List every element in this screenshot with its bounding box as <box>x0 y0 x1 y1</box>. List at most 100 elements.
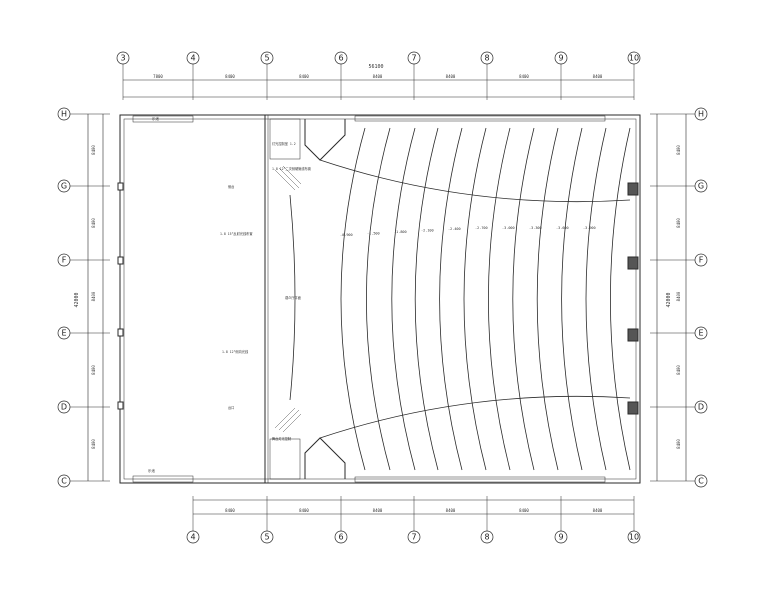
top-grid-bubble <box>480 51 494 65</box>
top-span-dimension: 8400 <box>299 74 309 79</box>
top-span-dimension: 7800 <box>153 74 163 79</box>
bottom-grid-bubble <box>260 530 274 544</box>
left-span-dimension: 8400 <box>91 218 96 228</box>
bottom-grid-label: 7 <box>411 533 416 542</box>
top-span-dimension: 8400 <box>373 74 383 79</box>
bottom-grid-label: 8 <box>484 533 489 542</box>
left-total-dimension: 42000 <box>74 292 80 307</box>
top-total-dimension: 56100 <box>368 64 383 70</box>
top-grid-label: 5 <box>264 54 269 63</box>
top-span-dimension: 8400 <box>446 74 456 79</box>
left-grid-label: E <box>61 329 66 338</box>
bottom-grid-bubble <box>480 530 494 544</box>
stage-pit-label-top: 乐池 <box>152 116 159 121</box>
bottom-grid-label: 9 <box>558 533 563 542</box>
left-grid-bubble <box>57 474 71 488</box>
stairs <box>274 165 302 433</box>
top-grid-bubble <box>407 51 421 65</box>
right-span-dimension: 8400 <box>676 365 681 375</box>
seat-row-arc <box>561 127 583 471</box>
seat-row-arc <box>366 127 391 471</box>
right-total-dimension: 42000 <box>666 292 672 307</box>
right-grid-bubble <box>694 474 708 488</box>
seat-row-arc <box>536 127 559 471</box>
bottom-grid-axis: 4 5 6 7 8 9 10 8400 8400 8400 8400 8400 8400 <box>186 496 641 544</box>
row-level-label: -2.100 <box>421 229 434 233</box>
row-level-label: -3.300 <box>529 226 542 230</box>
left-span-dimension: 8400 <box>91 145 96 155</box>
note-proscenium: 台口 <box>228 405 234 410</box>
left-span-dimension: 8400 <box>91 291 96 301</box>
bottom-span-dimension: 8400 <box>299 508 309 513</box>
seat-row-arc <box>488 127 511 471</box>
right-span-dimension: 8400 <box>676 291 681 301</box>
bottom-grid-label: 4 <box>190 533 195 542</box>
left-span-dimension: 8400 <box>91 365 96 375</box>
right-grid-bubble <box>694 326 708 340</box>
bottom-span-dimension: 8400 <box>225 508 235 513</box>
seat-row-arc <box>414 127 439 471</box>
right-grid-label: C <box>698 477 704 486</box>
top-grid-label: 6 <box>338 54 343 63</box>
seat-row-arc <box>610 127 631 471</box>
top-span-dimension: 8400 <box>593 74 603 79</box>
bottom-span-dimension: 8400 <box>519 508 529 513</box>
note-auditorium: 观众厅平面 <box>285 296 301 300</box>
note-lighting-1: 1.8 12°二次侧硬管线布置 <box>272 166 311 171</box>
bottom-span-dimension: 8400 <box>373 508 383 513</box>
row-level-label: -1.500 <box>367 232 380 236</box>
top-grid-label: 7 <box>411 54 416 63</box>
bottom-grid-label: 5 <box>264 533 269 542</box>
right-grid-bubble <box>694 400 708 414</box>
stage-pit-label-bottom: 乐池 <box>148 468 155 473</box>
bottom-span-dimension: 8400 <box>446 508 456 513</box>
note-control-room: 灯光控制室 1.2 <box>272 141 296 146</box>
note-stage-control: 舞台灯光控制 <box>272 436 291 441</box>
right-grid-bubble <box>694 253 708 267</box>
row-level-label: -3.000 <box>502 226 515 230</box>
row-level-label: -2.700 <box>475 226 488 230</box>
bottom-span-dimension: 8400 <box>593 508 603 513</box>
top-grid-bubble <box>627 51 641 65</box>
row-level-label: -1.800 <box>394 230 407 234</box>
row-level-label: -2.400 <box>448 227 461 231</box>
bottom-grid-bubble <box>407 530 421 544</box>
note-lighting-2: 1.8 15°反射光线布置 <box>220 231 253 236</box>
right-grid-label: D <box>698 403 704 412</box>
seat-row-arc <box>585 127 607 471</box>
right-grid-label: E <box>698 329 703 338</box>
bottom-grid-bubble <box>554 530 568 544</box>
top-grid-bubble <box>116 51 130 65</box>
left-grid-bubble <box>57 253 71 267</box>
stage-front-curve <box>289 194 296 401</box>
top-grid-label: 8 <box>484 54 489 63</box>
row-level-label: -3.600 <box>556 226 569 230</box>
right-span-dimension: 8400 <box>676 218 681 228</box>
row-level-label: -0.900 <box>340 233 353 237</box>
aisle-line-top <box>319 159 631 203</box>
right-span-dimension: 8400 <box>676 439 681 449</box>
note-side-stage: 侧台 <box>228 184 234 189</box>
bottom-grid-bubble <box>334 530 348 544</box>
right-grid-label: G <box>698 182 704 191</box>
top-grid-label: 9 <box>558 54 563 63</box>
top-grid-label: 4 <box>190 54 195 63</box>
bottom-grid-bubble <box>627 530 641 544</box>
building-walls <box>117 114 641 484</box>
row-level-label: -3.900 <box>583 226 596 230</box>
right-grid-bubble <box>694 179 708 193</box>
seat-row-arc <box>391 127 416 471</box>
seat-row-arc <box>463 127 487 471</box>
seat-row-arc <box>340 127 366 471</box>
bottom-grid-label: 6 <box>338 533 343 542</box>
top-span-dimension: 8400 <box>225 74 235 79</box>
bottom-grid-label: 10 <box>629 533 639 542</box>
left-grid-label: H <box>61 110 67 119</box>
left-span-dimension: 8400 <box>91 439 96 449</box>
left-grid-bubble <box>57 400 71 414</box>
top-grid-bubble <box>186 51 200 65</box>
